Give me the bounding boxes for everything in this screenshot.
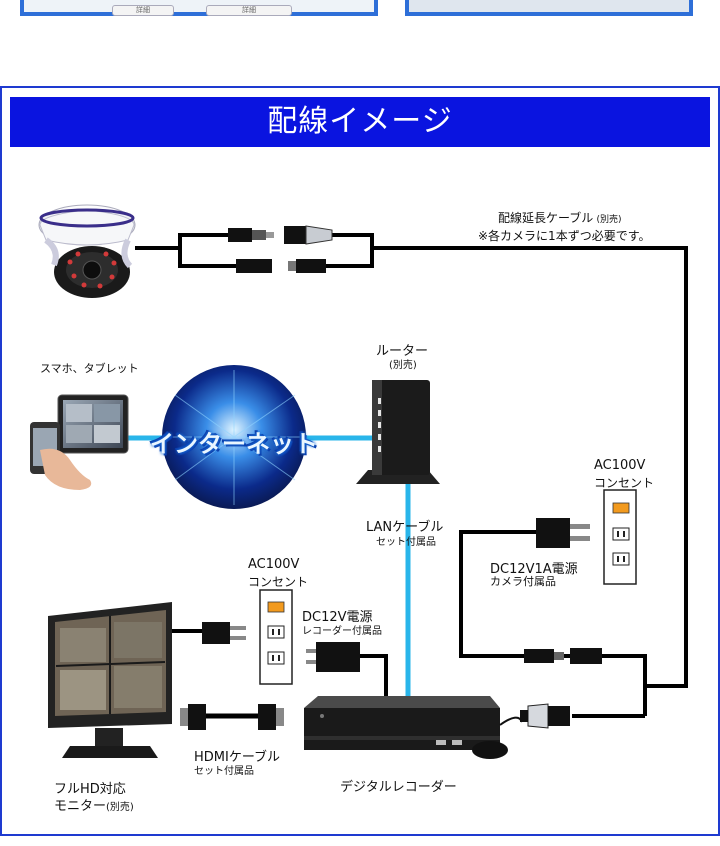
monitor-label-line2: モニター(別売) [54,799,134,814]
top-left-product-panel: 詳細 詳細 [20,0,378,16]
bnc-connector-icon [228,225,333,245]
outlet-left-icon [259,589,293,685]
camera-power-label: DC12V1A電源 [490,562,578,577]
top-left-button-2[interactable]: 詳細 [206,5,292,16]
banner-title: 配線イメージ [10,97,710,147]
hdmi-cable-note: セット付属品 [194,766,254,777]
camera-power-adapter-icon [536,518,590,548]
lan-cable-label: LANケーブル [366,520,444,535]
router-label: ルーター [376,344,429,359]
smartphone-tablet-icon [30,394,129,490]
recorder-label: デジタルレコーダー [340,780,457,795]
hdmi-cable-icon [180,704,284,730]
outlet-right-sub: コンセント [594,476,655,490]
monitor-power-plug-icon [202,622,246,644]
internet-label: インターネット [150,430,318,458]
digital-recorder-icon [304,696,500,750]
lan-cable-note: セット付属品 [376,537,436,548]
mouse-icon [472,716,523,759]
router-note: (別売) [389,360,417,371]
monitor-label: フルHD対応 [54,782,126,797]
camera-dc-connector-icon [524,648,602,664]
extension-cable-sub-label: ※各カメラに1本ずつ必要です。 [478,229,651,243]
monitor-icon [48,602,172,758]
recorder-power-label: DC12V電源 [302,610,373,625]
extension-cable-lines [135,233,688,718]
top-left-button-1[interactable]: 詳細 [112,5,174,16]
recorder-power-adapter-icon [306,642,360,672]
extension-cable-label: 配線延長ケーブル (別売) [498,211,622,225]
outlet-right-icon [603,489,637,585]
internet-globe-icon [162,365,306,509]
dome-camera-icon [38,204,136,298]
recorder-power-cable [360,654,388,700]
outlet-left-sub: コンセント [248,575,309,589]
top-right-product-panel [405,0,693,16]
camera-bnc-connector-icon [520,703,570,729]
camera-power-note: カメラ付属品 [490,575,556,588]
dc-connector-icon [236,259,326,273]
recorder-power-note: レコーダー付属品 [302,626,382,637]
outlet-left-title: AC100V [248,557,300,572]
smartphone-tablet-label: スマホ、タブレット [40,362,139,375]
hdmi-cable-label: HDMIケーブル [194,750,281,765]
outlet-right-title: AC100V [594,458,646,473]
router-icon [356,380,440,484]
